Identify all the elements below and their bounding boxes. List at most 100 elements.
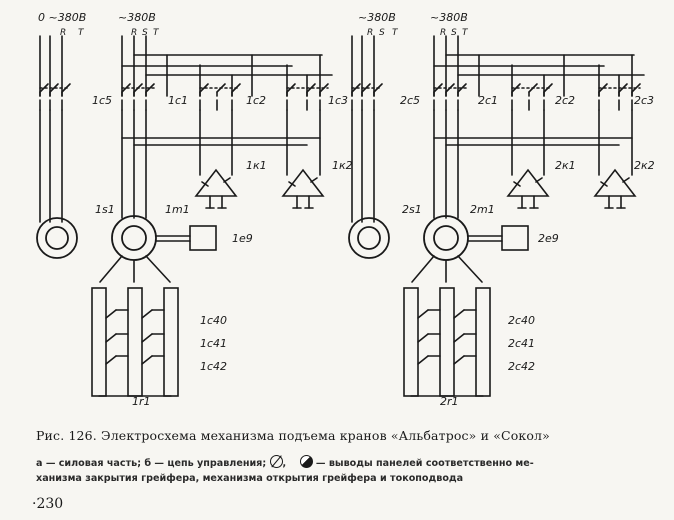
brake-1-diode xyxy=(201,177,231,187)
half-filled-circle-terminal-icon xyxy=(299,455,313,468)
brake-1-triangle xyxy=(506,168,550,197)
breaker-c5-contact-blade xyxy=(49,83,59,93)
supply-label-left-b: ~380В xyxy=(118,11,156,24)
motor-s-inner xyxy=(45,226,69,250)
empty-circle-terminal-icon xyxy=(269,455,283,468)
switch-label-1c5: 1с5 xyxy=(92,94,113,107)
switch-label-2c5: 2с5 xyxy=(400,94,421,107)
phase-s-left-b: S xyxy=(142,28,148,38)
breaker-c1-contact-blade xyxy=(121,83,131,93)
phase-s-right-b: S xyxy=(451,28,457,38)
breaker-c3-contact-blade xyxy=(306,83,316,93)
rotor-lead xyxy=(99,255,123,283)
breaker-c5-contact-blade xyxy=(361,83,371,93)
resistor-label-1r1: 1r1 xyxy=(132,395,151,408)
brake-2-triangle xyxy=(593,168,637,197)
brake-label-1k2: 1к2 xyxy=(332,159,353,172)
breaker-c3-contact-blade xyxy=(618,83,628,93)
switch-label-2c2: 2с2 xyxy=(555,94,576,107)
encoder-label-1e9: 1е9 xyxy=(232,232,253,245)
breaker-c3-contact-blade xyxy=(286,83,296,93)
breaker-c2-contact-blade xyxy=(199,83,209,93)
phase-r-right-a: R xyxy=(367,28,374,38)
motor-label-1s1: 1s1 xyxy=(95,203,115,216)
step-contact xyxy=(453,309,465,319)
resistor-bank xyxy=(403,287,419,397)
motor-label-1m1: 1m1 xyxy=(165,203,190,216)
rotor-lead xyxy=(457,255,483,283)
resistor-bank xyxy=(91,287,107,397)
phase-s-right-a: S xyxy=(379,28,385,38)
motor-s-inner xyxy=(357,226,381,250)
figure-caption-title: Рис. 126. Электросхема механизма подъема… xyxy=(36,428,550,443)
switch-label-1c2: 1с2 xyxy=(246,94,267,107)
resistor-bank xyxy=(163,287,179,397)
contact-label-1c42: 1с42 xyxy=(200,360,228,373)
page-number: ·230 xyxy=(32,496,64,512)
figure-caption-line2: а — силовая часть; б — цепь управления; … xyxy=(36,455,672,469)
contact-label-1c40: 1с40 xyxy=(200,314,228,327)
brake-1-diode xyxy=(513,177,543,187)
motor-m-outer xyxy=(423,215,469,261)
phase-t-left-a: T xyxy=(78,28,84,38)
phase-r-right-b: R xyxy=(440,28,447,38)
step-contact xyxy=(417,355,429,365)
step-contact xyxy=(105,309,117,319)
phase-r-left-a: R xyxy=(60,28,67,38)
brake-2-diode xyxy=(288,177,318,187)
schematic-left-half xyxy=(36,35,333,397)
supply-label-right-a: ~380В xyxy=(358,11,396,24)
resistor-bank xyxy=(127,287,143,397)
caption-line2-part-a: а — силовая часть; б — цепь управления; xyxy=(36,458,267,469)
phase-t-left-b: T xyxy=(153,28,159,38)
breaker-c1-contact-blade xyxy=(457,83,467,93)
encoder-label-2e9: 2е9 xyxy=(538,232,559,245)
switch-label-1c1: 1с1 xyxy=(168,94,189,107)
schematic-right-half xyxy=(348,35,645,397)
motor-m-inner xyxy=(121,225,147,251)
brake-label-1k1: 1к1 xyxy=(246,159,267,172)
resistor-label-2r1: 2r1 xyxy=(440,395,459,408)
phase-t-right-a: T xyxy=(392,28,398,38)
caption-line2-part-c: — выводы панелей соответственно ме- xyxy=(315,458,534,469)
motor-s-outer xyxy=(348,217,390,259)
brake-2-triangle xyxy=(281,168,325,197)
encoder-box xyxy=(189,225,217,251)
resistor-bank xyxy=(475,287,491,397)
motor-m-outer xyxy=(111,215,157,261)
breaker-c2-contact-blade xyxy=(511,83,521,93)
switch-label-2c3: 2с3 xyxy=(634,94,655,107)
resistor-bank xyxy=(439,287,455,397)
step-contact xyxy=(417,309,429,319)
step-contact xyxy=(141,309,153,319)
breaker-c5-contact-blade xyxy=(351,83,361,93)
brake-1-triangle xyxy=(194,168,238,197)
breaker-c1-contact-blade xyxy=(145,83,155,93)
step-contact xyxy=(105,333,117,343)
brake-label-2k2: 2к2 xyxy=(634,159,655,172)
contact-label-2c42: 2с42 xyxy=(508,360,536,373)
figure-caption-line3: ханизма закрытия грейфера, механизма отк… xyxy=(36,473,464,484)
contact-label-2c41: 2с41 xyxy=(508,337,536,350)
supply-label-left-a: 0 ~380В xyxy=(38,11,87,24)
breaker-c5-contact-blade xyxy=(39,83,49,93)
caption-line2-part-b: , xyxy=(282,458,287,469)
step-contact xyxy=(105,355,117,365)
brake-2-diode xyxy=(600,177,630,187)
motor-s-outer xyxy=(36,217,78,259)
breaker-c1-contact-blade xyxy=(433,83,443,93)
contact-label-1c41: 1с41 xyxy=(200,337,228,350)
breaker-c3-contact-blade xyxy=(598,83,608,93)
switch-label-2c1: 2с1 xyxy=(478,94,499,107)
brake-label-2k1: 2к1 xyxy=(555,159,576,172)
motor-label-2s1: 2s1 xyxy=(402,203,422,216)
contact-label-2c40: 2с40 xyxy=(508,314,536,327)
motor-m-inner xyxy=(433,225,459,251)
electrical-schematic xyxy=(36,35,645,397)
phase-r-left-b: R xyxy=(131,28,138,38)
step-contact xyxy=(141,333,153,343)
rotor-lead xyxy=(411,255,435,283)
step-contact xyxy=(453,355,465,365)
phase-t-right-b: T xyxy=(462,28,468,38)
